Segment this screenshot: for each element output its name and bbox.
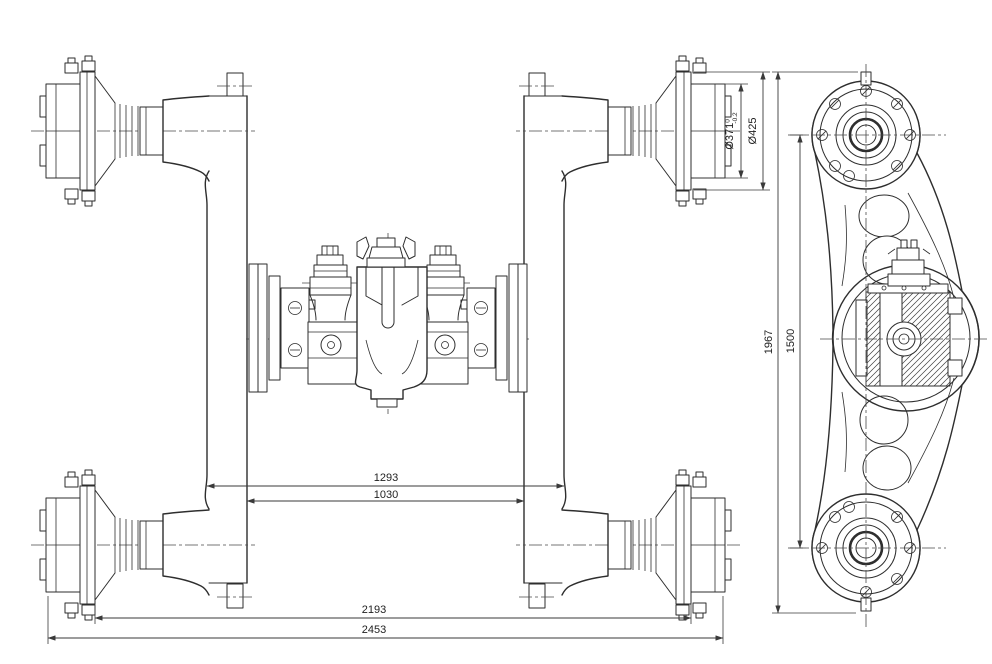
wheel-hub-top-left (30, 55, 256, 207)
central-gear-unit (246, 233, 530, 414)
valve-tower-right (422, 245, 465, 321)
side-dimensions: Ø3710-0.2 Ø425 1967 1500 (694, 71, 858, 614)
side-view: Ø3710-0.2 Ø425 1967 1500 (694, 64, 988, 628)
wheel-hub-bottom-left (30, 469, 256, 621)
dim-label-journal-span: 2193 (362, 604, 386, 616)
frame-pin-bottom-left (226, 583, 244, 609)
wheel-hub-top-right (515, 55, 741, 207)
dim-label-outer-frame-width: 1293 (374, 472, 398, 484)
front-view: 1293 1030 2193 2453 (30, 55, 741, 644)
wheel-hub-bottom-right (515, 469, 741, 621)
gearbox-housing (354, 236, 428, 408)
dim-label-overall-width: 2453 (362, 624, 386, 636)
frame-pin-bottom-right (528, 583, 546, 609)
coupling-left (248, 263, 316, 393)
coupling-right (460, 263, 528, 393)
dim-label-hub-diameter: Ø3710-0.2 (724, 112, 739, 150)
front-dimensions: 1293 1030 2193 2453 (47, 472, 724, 644)
fork-clip-right (402, 236, 416, 260)
fork-clip-left (356, 236, 370, 260)
side-valve-tower (887, 239, 931, 287)
bearing-block-left (307, 321, 358, 385)
dim-label-overall-height: 1967 (763, 330, 775, 354)
frame-pin-top-left (226, 72, 244, 97)
valve-tower-left (309, 245, 352, 321)
frame-pin-top-right (528, 72, 546, 97)
dim-label-hub-center-distance: 1500 (785, 329, 797, 353)
dim-label-flange-diameter: Ø425 (747, 118, 759, 145)
dim-label-inner-frame-width: 1030 (374, 489, 398, 501)
frame-member-left (204, 72, 253, 609)
